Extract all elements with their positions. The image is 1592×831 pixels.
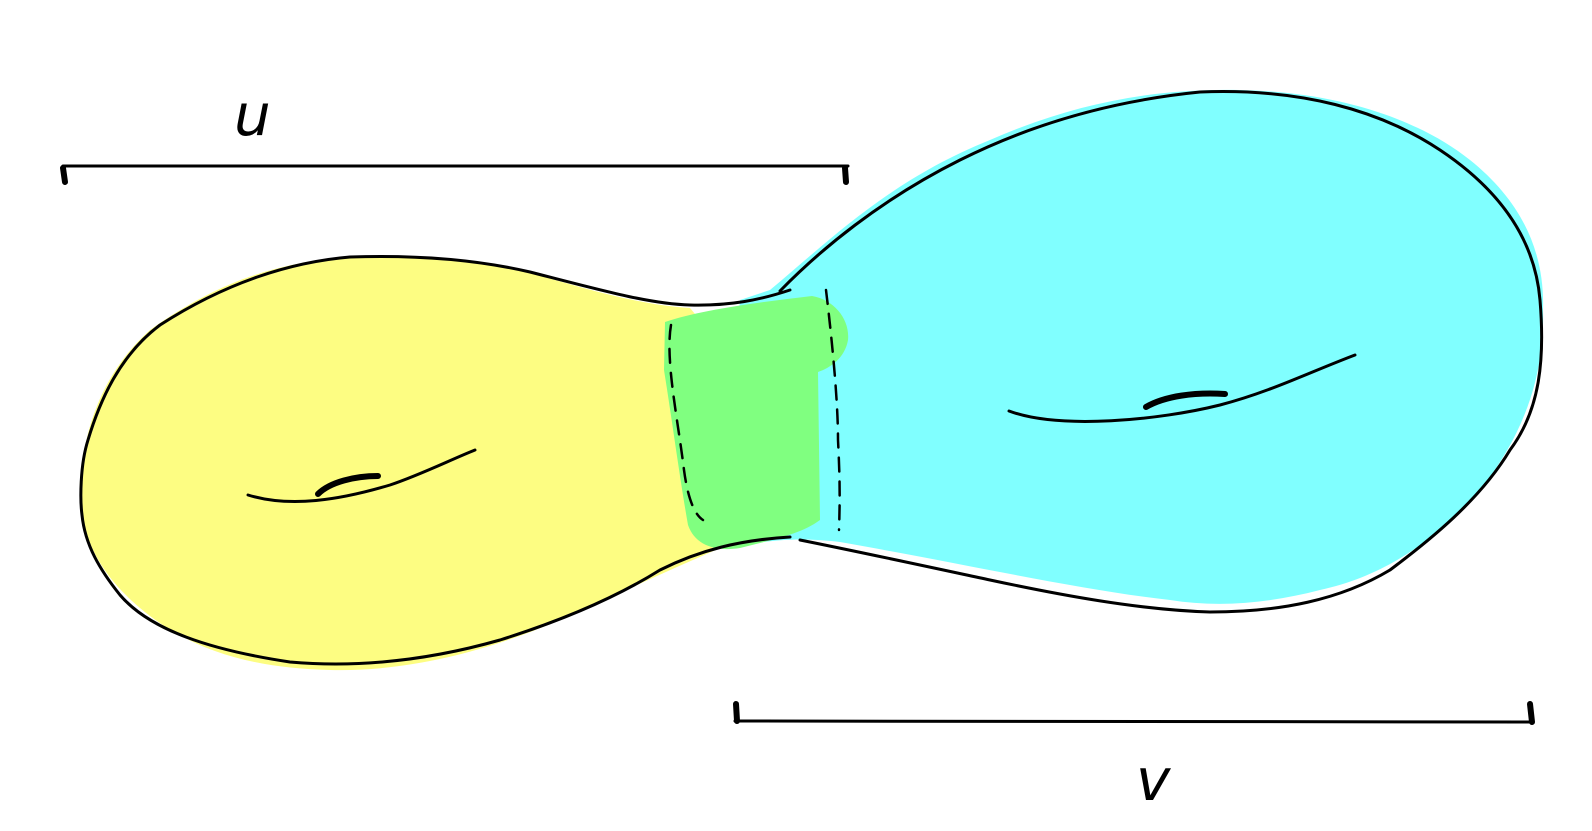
v-bracket-left-tick	[733, 701, 740, 724]
v-span-bracket	[733, 701, 1535, 725]
surface-outline-right	[778, 90, 1544, 614]
left-hole-upper-curve	[315, 473, 381, 497]
u-span-bracket	[60, 164, 850, 185]
left-hole-lower-curve	[246, 448, 477, 503]
v-bracket-right-tick	[1527, 701, 1535, 725]
v-bracket-line	[733, 719, 1532, 724]
u-bracket-right-tick	[842, 165, 849, 185]
overlap-fill	[664, 296, 849, 550]
region-u-fill	[79, 256, 731, 671]
right-hole-lower-curve	[1007, 353, 1357, 423]
u-bracket-left-tick	[60, 165, 68, 185]
label-v: v	[1136, 746, 1172, 814]
label-u: u	[234, 81, 271, 149]
surface-outline-top-left	[79, 254, 792, 666]
right-hole-upper-curve	[1143, 390, 1228, 410]
region-v-fill	[720, 89, 1544, 604]
overlap-left-boundary-dashed	[668, 323, 705, 522]
overlap-right-boundary-dashed	[824, 288, 841, 532]
